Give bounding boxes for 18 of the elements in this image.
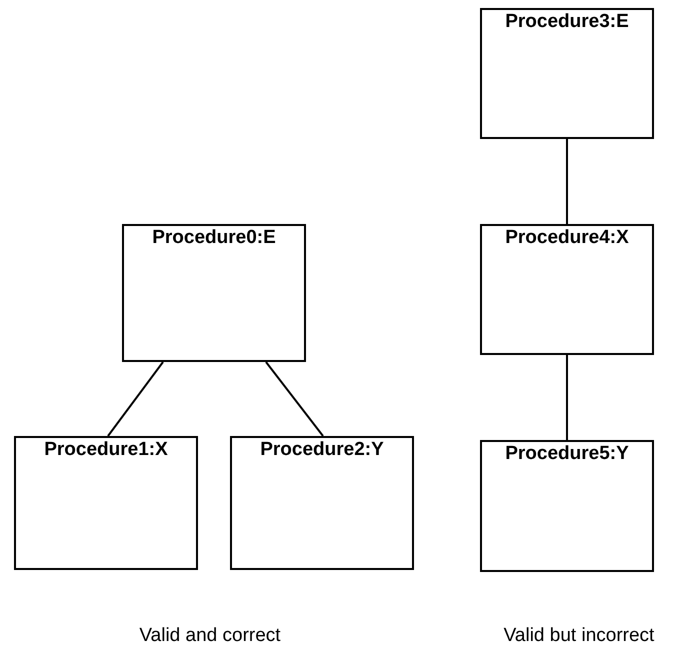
process-box (480, 224, 654, 355)
process-box (480, 8, 654, 139)
connector-line (265, 361, 324, 437)
box-title: Procedure0:E (152, 227, 276, 249)
process-box (230, 436, 414, 570)
connector-line (107, 361, 164, 437)
connector-line (566, 139, 568, 224)
process-box (14, 436, 198, 570)
connector-line (566, 355, 568, 440)
process-box (480, 440, 654, 572)
box-title: Procedure3:E (505, 11, 629, 33)
box-title: Procedure1:X (44, 439, 168, 461)
caption-text: Valid but incorrect (504, 625, 654, 647)
caption-text: Valid and correct (139, 625, 281, 647)
box-title: Procedure4:X (505, 227, 629, 249)
box-title: Procedure5:Y (505, 443, 629, 465)
box-title: Procedure2:Y (260, 439, 384, 461)
process-box (122, 224, 306, 362)
